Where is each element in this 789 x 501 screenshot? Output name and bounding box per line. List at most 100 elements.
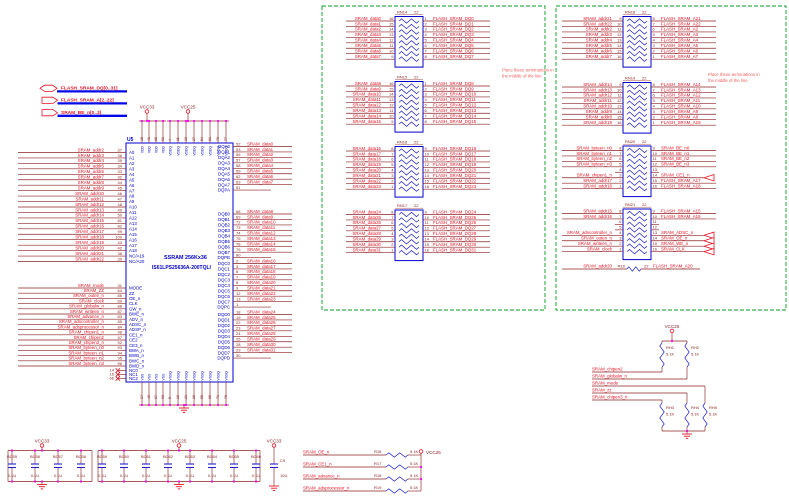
- pin-name: VDDQ: [225, 146, 229, 156]
- net-label: SRAM_data28: [247, 331, 276, 336]
- net-label: SRAM_globalw_n: [592, 373, 627, 378]
- net-label: SRAM_globalw_n: [69, 304, 104, 309]
- value: 0.1U: [77, 473, 86, 478]
- pin-number: 74: [236, 231, 241, 236]
- net-label: SRAM_data8: [355, 81, 382, 86]
- pin-number: 16: [389, 81, 394, 86]
- pin-name: A6: [129, 183, 135, 188]
- refdes: BC60: [119, 454, 130, 459]
- pin-number: 53: [236, 147, 241, 152]
- net-label: FLASH_SRAM_DQ31: [433, 247, 477, 252]
- net-label: SRAM_addr4: [586, 38, 613, 43]
- pin-name: VSSQ: [193, 371, 197, 381]
- junction-dot: [168, 119, 172, 123]
- pin-name: VSS: [162, 373, 166, 381]
- resistor-zigzag: [626, 51, 648, 57]
- pin-number: 1: [619, 183, 622, 188]
- resistor-zigzag: [398, 244, 420, 250]
- net-label: FLASH_SRAM_DQ25: [433, 215, 477, 220]
- net-label: FLASH_SRAM_A13: [661, 87, 701, 92]
- pin-number: 16: [425, 247, 430, 252]
- resistor-zigzag: [398, 23, 420, 30]
- value: 0.1U: [54, 473, 63, 478]
- power-rail-icon: [176, 443, 182, 448]
- pin-name: OE_n: [129, 296, 141, 301]
- net-label: SRAM_data13: [247, 236, 276, 241]
- value: 0.1U: [31, 473, 40, 478]
- pin-number: 6: [653, 27, 656, 32]
- pin-number: 10: [617, 87, 622, 92]
- pin-number: 6: [653, 93, 656, 98]
- pin-number: 79: [236, 247, 241, 252]
- pin-name: DQD5: [218, 339, 231, 344]
- net-label: SRAM_addr19: [75, 240, 104, 245]
- net-label: SRAM_writeen_n: [578, 241, 613, 246]
- pin-number: 98: [118, 330, 123, 335]
- junction-dot: [56, 449, 60, 452]
- junction-dot: [40, 480, 44, 483]
- net-label: SRAM_data29: [352, 237, 381, 242]
- refdes: R16: [374, 449, 382, 454]
- junction-dot: [254, 449, 258, 452]
- refdes: RN21: [625, 202, 636, 207]
- refdes: RN19: [625, 76, 636, 81]
- net-label: SRAM_data25: [352, 215, 381, 220]
- pin-name: VDDQ: [169, 146, 173, 156]
- pin-number: 13: [653, 167, 658, 172]
- pin-name: DQB0: [218, 212, 231, 217]
- pin-number: 4: [653, 38, 656, 43]
- pin-number: 63: [236, 179, 241, 184]
- pin-number: 47: [118, 196, 123, 201]
- net-label: SRAM_data9: [247, 214, 274, 219]
- pin-number: 5: [425, 38, 428, 43]
- pin-name: VDD: [162, 145, 166, 153]
- net-label: SRAM_addr21: [75, 251, 104, 256]
- chip-part-title: SSRAM 256Kx36: [164, 255, 207, 261]
- pin-number: 69: [236, 214, 241, 219]
- pin-number: 87: [118, 309, 123, 314]
- pin-number: 16: [110, 371, 115, 376]
- pin-name: A17: [129, 243, 137, 248]
- pin-number: 15: [653, 178, 658, 183]
- value: 22: [414, 75, 419, 80]
- net-label: SRAM_data5: [247, 169, 274, 174]
- net-label: SRAM_chipen2: [73, 335, 104, 340]
- net-label: SRAM_data3: [247, 158, 274, 163]
- pin-number: 42: [118, 245, 123, 250]
- pullup-pulldown-network: VCC25RH15.1KRH25.1KSRAM_chipen2SRAM_glob…: [592, 324, 718, 439]
- pin-name: ADSC_n: [129, 322, 147, 327]
- net-label: FLASH_SRAM_DQ8: [433, 81, 474, 86]
- resistor-zigzag: [702, 402, 708, 428]
- pin-name: VDD: [155, 145, 159, 153]
- refdes: BC56: [30, 454, 41, 459]
- junction-dot: [177, 449, 181, 452]
- net-label: SRAM_addr12: [75, 202, 104, 207]
- value: 10U: [280, 473, 287, 478]
- value: 22: [414, 203, 419, 208]
- net-label: SRAM_addr7: [586, 54, 613, 59]
- net-label: SRAM_addr14: [75, 213, 104, 218]
- net-label: FLASH_SRAM_A3: [661, 32, 699, 37]
- pin-number: 48: [118, 202, 123, 207]
- pin-number: 15: [653, 241, 658, 246]
- pin-number: 4: [425, 32, 428, 37]
- resistor-zigzag: [398, 175, 420, 181]
- pin-number: 3: [425, 27, 428, 32]
- pin-name: DQD0: [218, 312, 231, 317]
- pin-name: ADV_n: [129, 317, 143, 322]
- pin-number: 13: [236, 296, 241, 301]
- pin-name: CE2: [129, 338, 138, 343]
- pin-number: 40: [147, 395, 151, 399]
- resistor-zigzag: [626, 180, 648, 186]
- pin-number: 9: [391, 119, 394, 124]
- resistor-zigzag: [398, 51, 420, 57]
- refdes: BC55: [7, 454, 18, 459]
- power-rail-label: VCC25: [426, 450, 441, 455]
- pin-name: DQPD: [217, 356, 230, 361]
- junction-dot: [100, 480, 104, 483]
- pin-name: NC1: [129, 372, 138, 377]
- offpage-arrow-icon: [702, 174, 715, 182]
- net-label: FLASH_SRAM_DQ17: [433, 151, 477, 156]
- pin-number: 27: [192, 137, 196, 141]
- junction-dot: [216, 403, 220, 407]
